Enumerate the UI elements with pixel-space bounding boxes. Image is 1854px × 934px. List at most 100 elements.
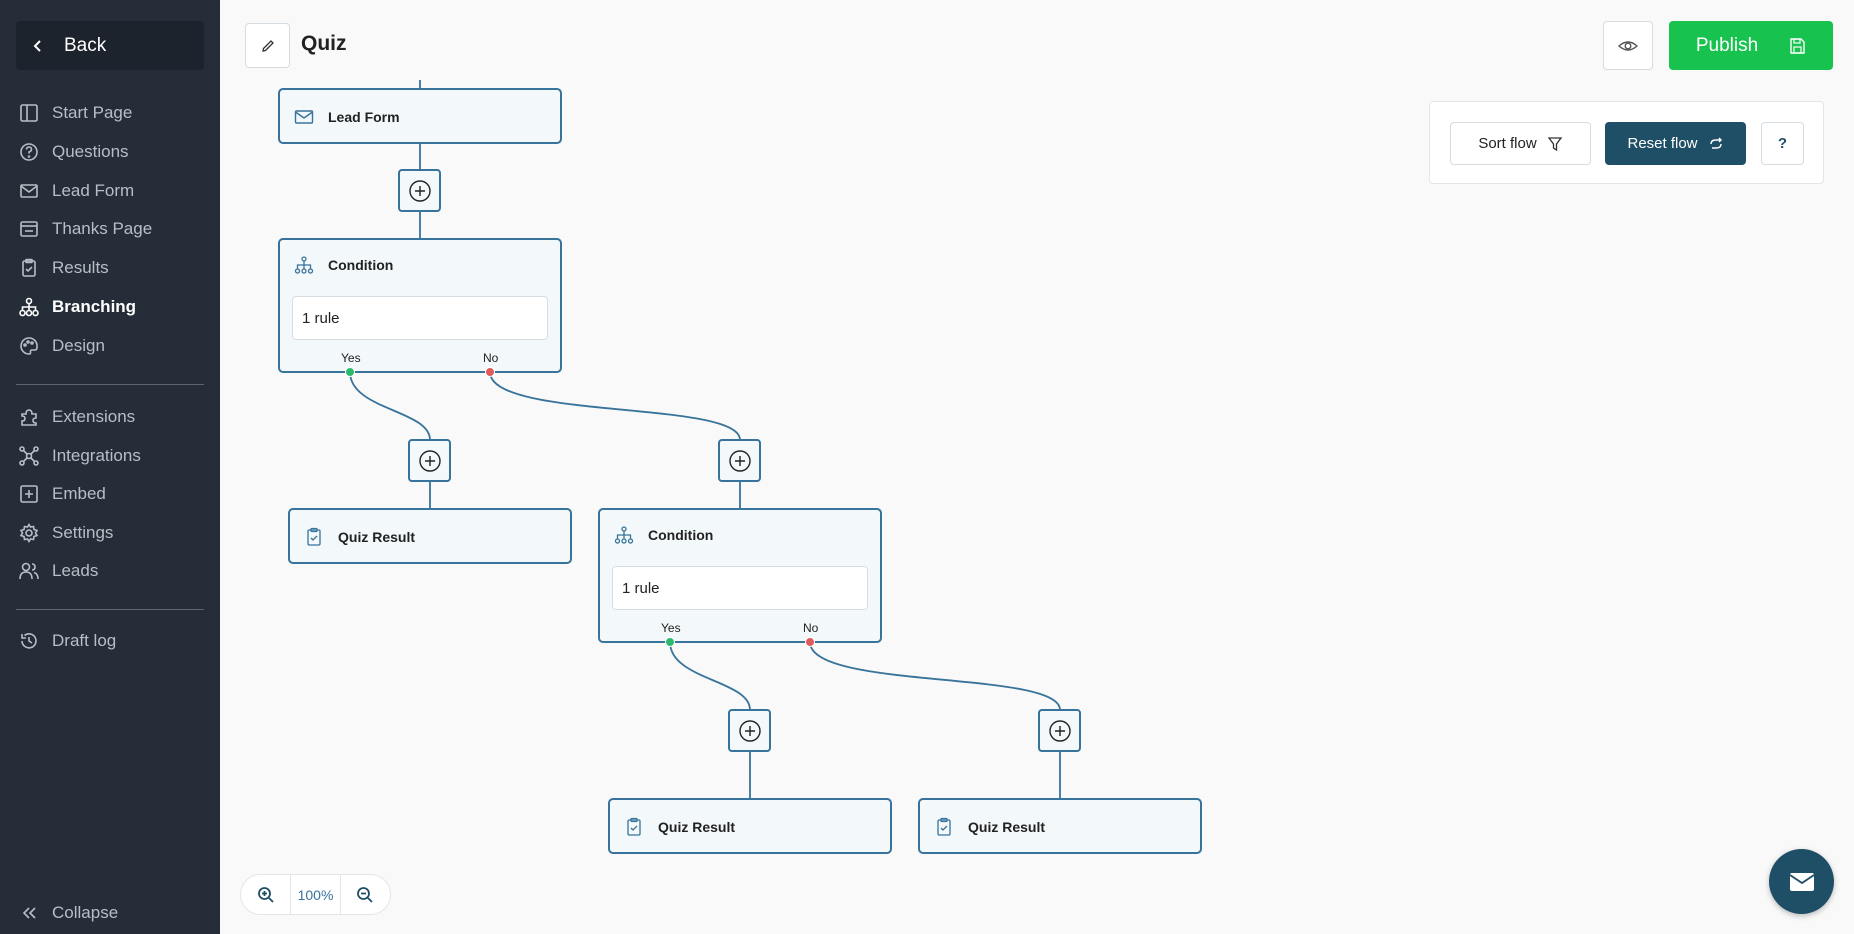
clipboard-icon <box>937 817 951 836</box>
sort-flow-label: Sort flow <box>1478 135 1537 152</box>
node-title: Condition <box>328 257 394 273</box>
add-step-button[interactable] <box>398 169 441 212</box>
condition-node[interactable]: Condition 1 rule Yes No <box>278 238 562 373</box>
hierarchy-icon <box>19 297 39 317</box>
question-icon <box>20 143 38 161</box>
history-icon <box>21 633 37 649</box>
sidebar-item-results[interactable]: Results <box>18 253 109 283</box>
reset-flow-button[interactable]: Reset flow <box>1605 122 1746 165</box>
node-title: Quiz Result <box>968 819 1046 835</box>
plus-circle-icon <box>728 449 751 472</box>
clipboard-icon <box>307 527 321 546</box>
sidebar: Back Start Page Questions Lead Form Than… <box>0 0 220 934</box>
sidebar-divider <box>16 384 204 385</box>
add-step-button[interactable] <box>1038 709 1081 752</box>
mail-icon <box>1789 872 1814 891</box>
hierarchy-icon <box>614 526 634 544</box>
preview-button[interactable] <box>1603 21 1653 70</box>
publish-button[interactable]: Publish <box>1669 21 1833 70</box>
sidebar-item-label: Questions <box>52 142 129 161</box>
support-chat-button[interactable] <box>1769 849 1834 914</box>
mail-icon <box>294 110 314 124</box>
sort-flow-button[interactable]: Sort flow <box>1450 122 1591 165</box>
condition-node[interactable]: Condition 1 rule Yes No <box>598 508 882 643</box>
sidebar-item-label: Extensions <box>52 407 136 426</box>
node-title: Quiz Result <box>338 529 416 545</box>
publish-label: Publish <box>1695 34 1759 56</box>
quiz-result-node[interactable]: Quiz Result <box>918 798 1202 854</box>
yes-label: Yes <box>661 621 681 635</box>
users-icon <box>19 562 39 580</box>
network-icon <box>19 446 39 466</box>
sidebar-item-label: Settings <box>52 523 114 542</box>
node-title: Lead Form <box>328 109 400 125</box>
sidebar-item-design[interactable]: Design <box>18 331 105 361</box>
sidebar-item-integrations[interactable]: Integrations <box>18 441 141 471</box>
filter-icon <box>1547 136 1562 151</box>
sidebar-item-thanks-page[interactable]: Thanks Page <box>18 214 152 244</box>
sidebar-item-label: Draft log <box>52 631 117 650</box>
quiz-result-node[interactable]: Quiz Result <box>608 798 892 854</box>
flow-toolbar: Sort flow Reset flow ? <box>1429 101 1824 184</box>
plus-circle-icon <box>738 719 761 742</box>
sidebar-item-start-page[interactable]: Start Page <box>18 98 132 128</box>
node-title: Quiz Result <box>658 819 736 835</box>
save-icon <box>1790 37 1805 54</box>
hierarchy-icon <box>294 256 314 274</box>
page-title: Quiz <box>301 32 347 55</box>
sidebar-item-label: Integrations <box>52 446 141 465</box>
add-step-button[interactable] <box>408 439 451 482</box>
reset-flow-label: Reset flow <box>1627 135 1698 152</box>
zoom-out-button[interactable] <box>341 875 390 914</box>
node-header: Condition <box>294 254 393 276</box>
sidebar-item-label: Lead Form <box>52 181 135 200</box>
zoom-in-icon <box>257 886 274 903</box>
node-header: Lead Form <box>294 106 400 128</box>
sidebar-item-label: Branching <box>52 297 137 316</box>
help-button[interactable]: ? <box>1761 122 1804 165</box>
sidebar-item-label: Design <box>52 336 105 355</box>
layout-icon <box>20 104 38 122</box>
yes-handle[interactable] <box>665 637 675 647</box>
collapse-label: Collapse <box>52 903 119 922</box>
node-header: Quiz Result <box>934 816 1045 838</box>
rule-summary[interactable]: 1 rule <box>612 566 868 610</box>
puzzle-icon <box>21 409 37 426</box>
no-handle[interactable] <box>485 367 495 377</box>
plus-circle-icon <box>1048 719 1071 742</box>
sidebar-item-label: Start Page <box>52 103 133 122</box>
node-header: Quiz Result <box>304 526 415 548</box>
edit-title-button[interactable] <box>245 23 290 68</box>
node-title: Condition <box>648 527 714 543</box>
plus-circle-icon <box>418 449 441 472</box>
sidebar-item-label: Embed <box>52 484 106 503</box>
collapse-button[interactable]: Collapse <box>18 898 118 928</box>
sidebar-item-leads[interactable]: Leads <box>18 556 98 586</box>
add-step-button[interactable] <box>728 709 771 752</box>
zoom-controls: 100% <box>240 874 391 915</box>
no-handle[interactable] <box>805 637 815 647</box>
sidebar-item-questions[interactable]: Questions <box>18 137 129 167</box>
plus-circle-icon <box>408 179 431 202</box>
zoom-in-button[interactable] <box>241 875 290 914</box>
zoom-level: 100% <box>290 875 341 914</box>
tray-icon <box>20 221 38 237</box>
eye-icon <box>1617 40 1639 51</box>
back-button[interactable]: Back <box>16 21 204 70</box>
sidebar-item-lead-form[interactable]: Lead Form <box>18 176 134 206</box>
add-step-button[interactable] <box>718 439 761 482</box>
sidebar-item-branching[interactable]: Branching <box>18 292 136 322</box>
sidebar-item-settings[interactable]: Settings <box>18 518 113 548</box>
sidebar-item-draft-log[interactable]: Draft log <box>18 626 116 656</box>
lead-form-node[interactable]: Lead Form <box>278 88 562 144</box>
sidebar-item-extensions[interactable]: Extensions <box>18 402 135 432</box>
sidebar-item-embed[interactable]: Embed <box>18 479 106 509</box>
quiz-result-node[interactable]: Quiz Result <box>288 508 572 564</box>
yes-handle[interactable] <box>345 367 355 377</box>
double-chevron-left-icon <box>22 907 36 919</box>
rule-summary[interactable]: 1 rule <box>292 296 548 340</box>
node-header: Condition <box>614 524 713 546</box>
help-label: ? <box>1777 135 1788 152</box>
no-label: No <box>483 351 499 365</box>
